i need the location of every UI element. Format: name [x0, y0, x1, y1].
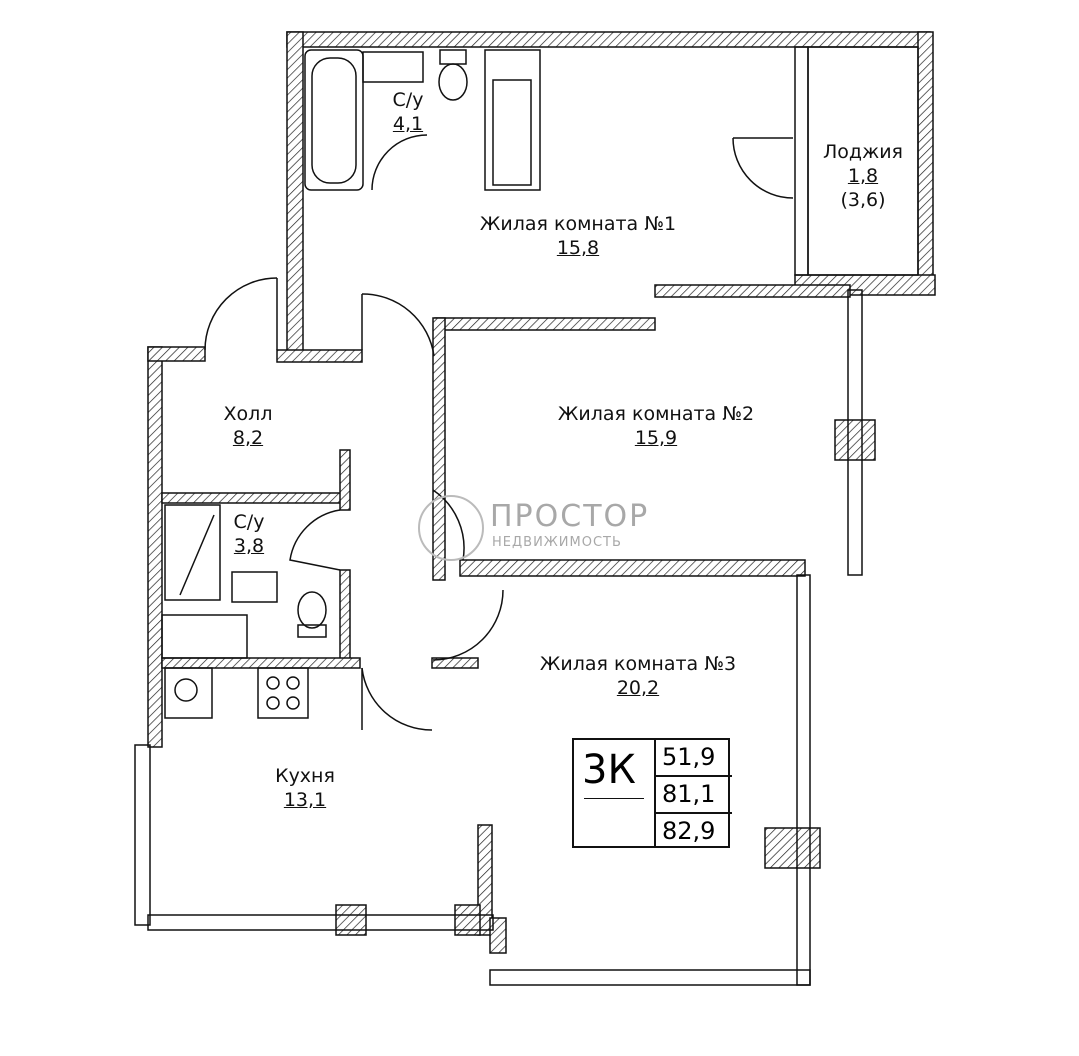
room-name: Жилая комната №3 [539, 653, 737, 675]
door-swings [204, 134, 794, 731]
room-area: 15,8 [556, 237, 600, 259]
sink-icon [231, 571, 278, 603]
fixtures [161, 49, 541, 719]
room-area: 8,2 [232, 427, 264, 449]
walls [147, 31, 936, 954]
room-area: 3,8 [233, 535, 265, 557]
room-area-full: (3,6) [840, 189, 886, 211]
kitchen-sink-icon [164, 667, 213, 719]
room-area: 1,8 [847, 165, 879, 187]
room-name: Жилая комната №2 [557, 403, 755, 425]
room-name: Кухня [275, 765, 335, 787]
room-area: 15,9 [634, 427, 678, 449]
room-name: Холл [223, 403, 273, 425]
apartment-type: 3К [582, 747, 636, 793]
windows [134, 46, 919, 986]
sink-icon [362, 51, 424, 83]
room-name: Жилая комната №1 [479, 213, 677, 235]
total-area: 81,1 [656, 777, 732, 814]
bathtub-icon [304, 49, 364, 191]
shower-icon [164, 504, 221, 601]
room-area: 13,1 [283, 789, 327, 811]
toilet-icon [297, 591, 327, 629]
watermark-title: ПРОСТОР [490, 499, 650, 534]
apartment-summary: 3К 51,9 81,1 82,9 [572, 738, 732, 848]
stove-icon [257, 667, 309, 719]
living-area: 51,9 [656, 740, 732, 777]
room-name: Лоджия [823, 141, 903, 163]
room-name: С/у [392, 89, 424, 111]
room-name: С/у [233, 511, 265, 533]
room-area: 4,1 [392, 113, 424, 135]
watermark-subtitle: НЕДВИЖИМОСТЬ [492, 535, 622, 550]
toilet-icon [438, 63, 468, 101]
total-area-with-loggia: 82,9 [662, 817, 716, 845]
room-area: 20,2 [616, 677, 660, 699]
